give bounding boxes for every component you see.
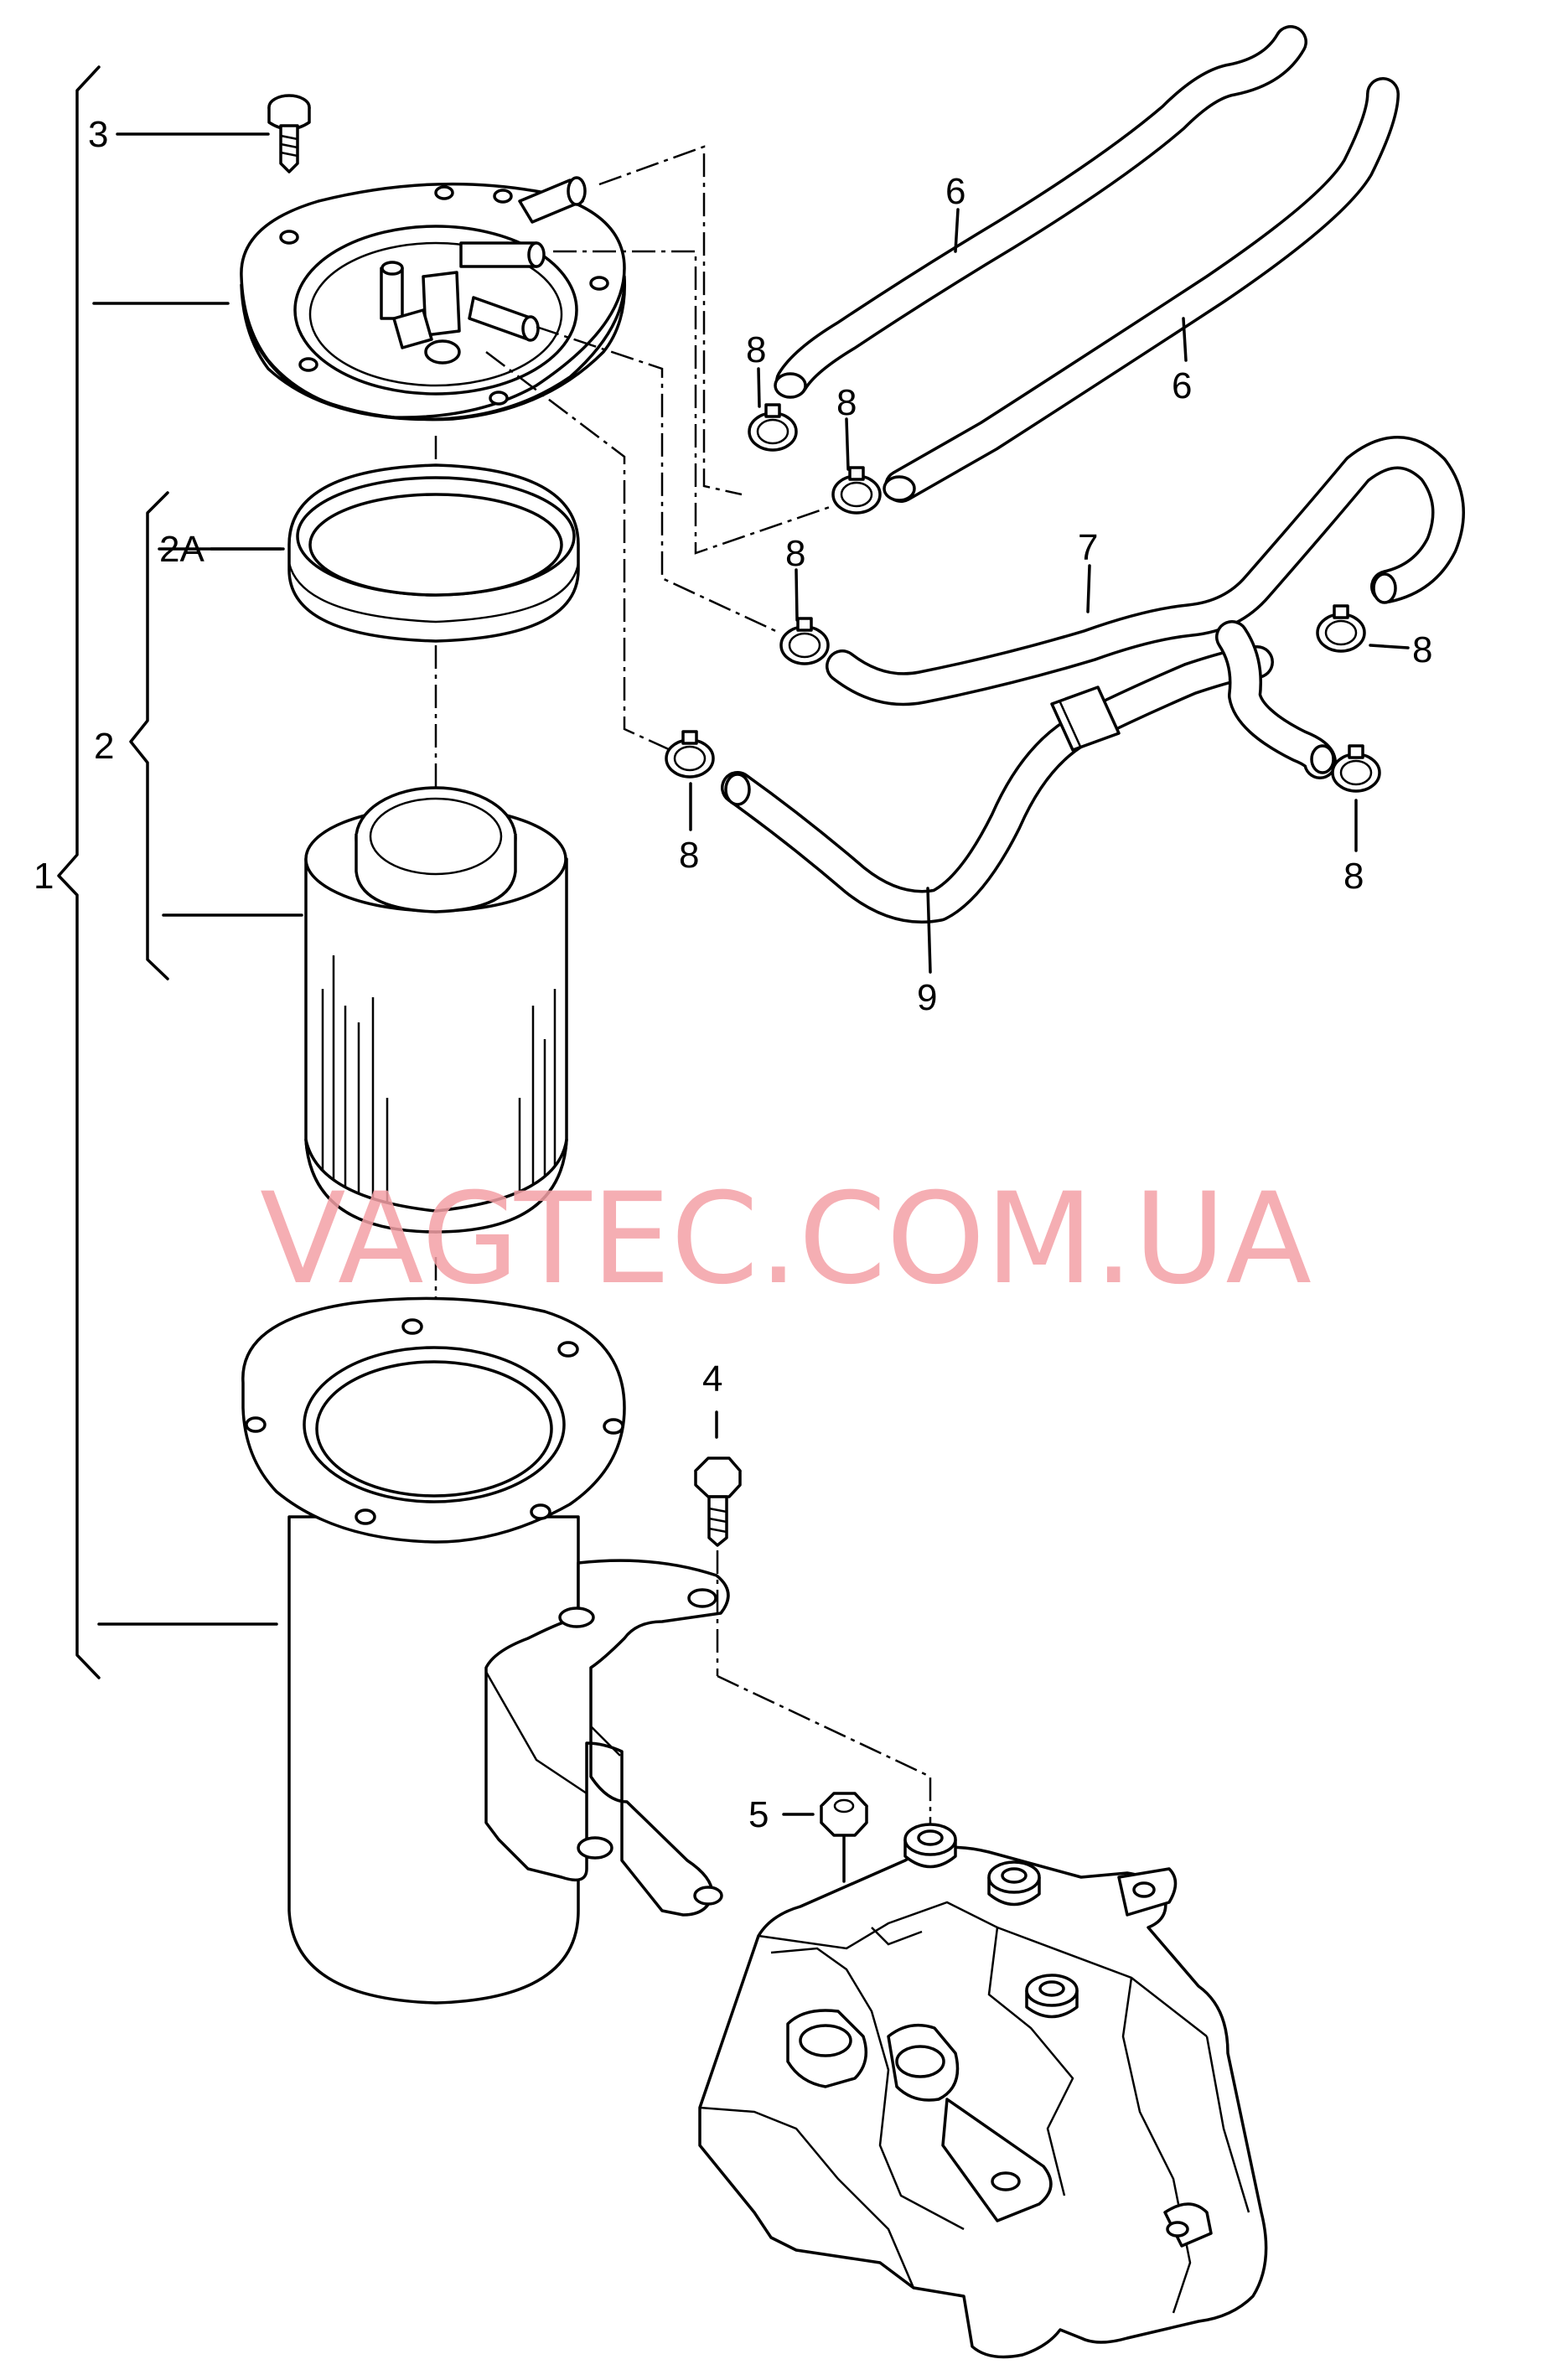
callout-8-e: 8 (1412, 629, 1432, 670)
filter-element (304, 786, 568, 1234)
callout-8-f: 8 (1343, 856, 1364, 897)
callout-4: 4 (702, 1358, 722, 1400)
callout-leaders (689, 208, 1410, 974)
screw-3 (116, 94, 311, 173)
callout-8-d: 8 (679, 835, 699, 876)
callout-6-lower: 6 (1172, 365, 1192, 406)
connecting-hoses-7-9 (721, 436, 1465, 924)
callout-8-a: 8 (746, 329, 766, 370)
callout-8-c: 8 (785, 533, 805, 574)
callout-3: 3 (88, 114, 108, 155)
callout-2a: 2A (159, 529, 204, 570)
callout-labels: 1 2 2A 3 4 5 6 6 7 8 8 8 8 8 8 9 (34, 114, 1432, 1835)
bolt-4 (694, 1410, 742, 1676)
callout-7: 7 (1078, 527, 1098, 568)
hose-clamps-8 (665, 403, 1381, 793)
filter-seal-2a (158, 463, 580, 643)
nut-5 (782, 1792, 868, 1883)
callout-5: 5 (748, 1794, 769, 1835)
callout-8-b: 8 (836, 382, 857, 423)
callout-6-upper: 6 (945, 171, 965, 212)
housing-cover (240, 176, 627, 422)
coolant-hoses-6 (774, 25, 1400, 503)
assembly-dash-lines (485, 145, 831, 752)
callout-2: 2 (94, 726, 114, 767)
engine-mount (698, 1823, 1268, 2359)
mounting-bracket (484, 1559, 730, 1917)
bracket-group-2 (129, 491, 303, 980)
bracket-group-1 (57, 65, 278, 1679)
callout-9: 9 (917, 977, 937, 1018)
callout-1: 1 (34, 856, 54, 897)
filter-housing (241, 1296, 626, 2005)
watermark-text: VAGTEC.COM.UA (260, 1167, 1312, 1312)
